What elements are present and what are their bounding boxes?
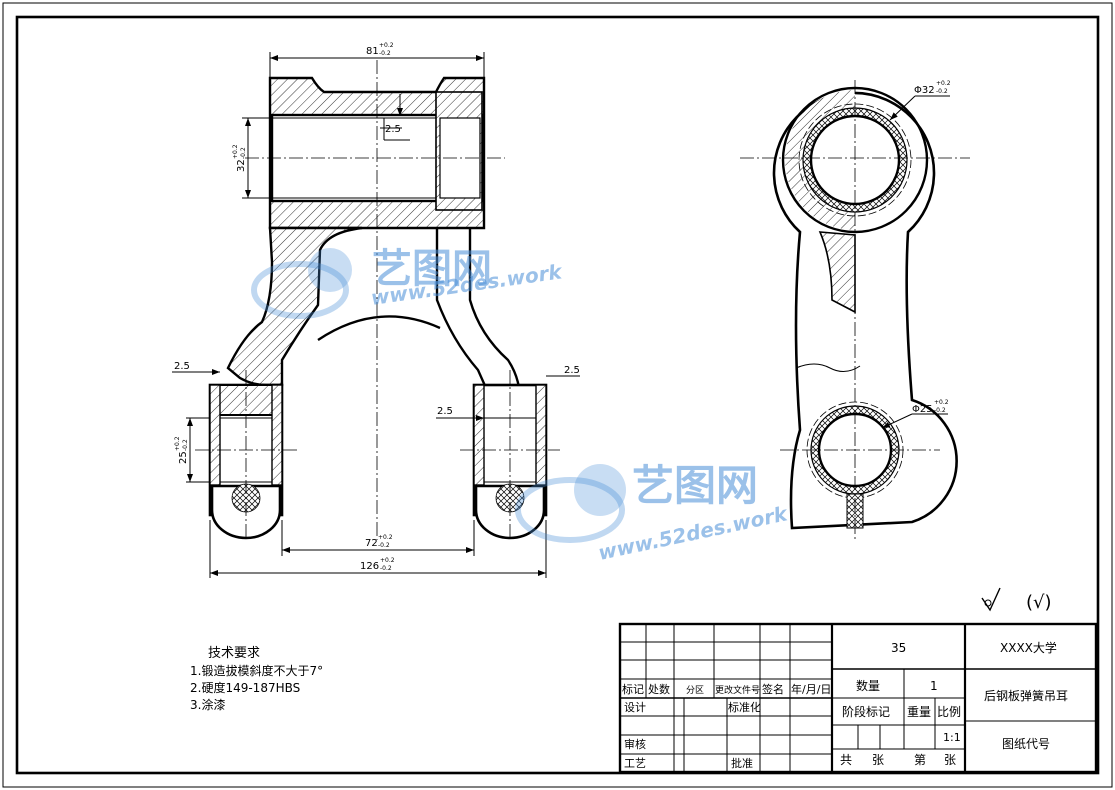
svg-text:1:1: 1:1 bbox=[943, 731, 961, 744]
svg-text:+0.2: +0.2 bbox=[934, 399, 949, 406]
svg-text:处数: 处数 bbox=[648, 683, 670, 696]
svg-text:设计: 设计 bbox=[624, 701, 646, 714]
front-view: 81 +0.2 -0.2 32 +0.2 -0.2 2.5 2.5 2.5 2.… bbox=[172, 42, 580, 578]
svg-text:3.涂漆: 3.涂漆 bbox=[190, 697, 225, 712]
svg-text:分区: 分区 bbox=[686, 685, 704, 696]
svg-text:批准: 批准 bbox=[731, 756, 753, 770]
svg-text:-0.2: -0.2 bbox=[934, 407, 946, 414]
dim-wall-left: 2.5 bbox=[174, 361, 190, 372]
watermark-1: 艺图网 www.52des.work bbox=[251, 246, 565, 319]
svg-text:比例: 比例 bbox=[937, 705, 961, 719]
svg-text:技术要求: 技术要求 bbox=[208, 646, 260, 661]
title-block: 35 XXXX大学 后钢板弹簧吊耳 图纸代号 数量 1 阶段标记 重量 比例 1… bbox=[618, 622, 1098, 774]
watermark-2: 艺图网 www.52des.work bbox=[515, 461, 791, 565]
svg-text:张: 张 bbox=[872, 753, 884, 767]
svg-text:共: 共 bbox=[840, 753, 852, 767]
svg-text:-0.2: -0.2 bbox=[240, 147, 247, 159]
svg-text:-0.2: -0.2 bbox=[378, 542, 390, 549]
dim-inner-span: 72 bbox=[365, 538, 378, 549]
svg-text:+0.2: +0.2 bbox=[380, 557, 395, 564]
material: 35 bbox=[891, 641, 906, 655]
school-name: XXXX大学 bbox=[1000, 640, 1057, 655]
svg-text:审核: 审核 bbox=[624, 737, 646, 751]
svg-text:+0.2: +0.2 bbox=[174, 436, 181, 451]
dim-lower-bore: 25 bbox=[178, 451, 189, 464]
svg-text:2.硬度149-187HBS: 2.硬度149-187HBS bbox=[190, 680, 300, 695]
side-view: Φ32 +0.2 -0.2 Φ25 +0.2 -0.2 bbox=[740, 80, 970, 540]
svg-text:1: 1 bbox=[930, 679, 938, 693]
svg-text:第: 第 bbox=[914, 753, 926, 767]
drawing-no-label: 图纸代号 bbox=[1002, 737, 1050, 751]
svg-text:艺图网: 艺图网 bbox=[632, 461, 758, 510]
svg-text:数量: 数量 bbox=[856, 678, 880, 693]
svg-text:+0.2: +0.2 bbox=[936, 80, 951, 87]
svg-text:标准化: 标准化 bbox=[728, 700, 761, 714]
dim-side-bottom: Φ25 bbox=[912, 404, 933, 415]
dim-wall-right: 2.5 bbox=[564, 365, 580, 376]
svg-text:张: 张 bbox=[944, 753, 956, 767]
svg-text:签名: 签名 bbox=[762, 682, 784, 696]
svg-text:艺图网: 艺图网 bbox=[372, 246, 492, 292]
part-name: 后钢板弹簧吊耳 bbox=[984, 688, 1068, 703]
svg-text:-0.2: -0.2 bbox=[379, 50, 391, 57]
svg-text:1.锻造拔模斜度不大于7°: 1.锻造拔模斜度不大于7° bbox=[190, 663, 323, 678]
svg-text:+0.2: +0.2 bbox=[379, 42, 394, 49]
svg-text:(√): (√) bbox=[1026, 592, 1052, 613]
svg-text:阶段标记: 阶段标记 bbox=[842, 704, 890, 719]
svg-text:+0.2: +0.2 bbox=[232, 144, 239, 159]
svg-text:重量: 重量 bbox=[907, 705, 931, 719]
svg-text:更改文件号: 更改文件号 bbox=[715, 684, 760, 696]
svg-text:-0.2: -0.2 bbox=[182, 439, 189, 451]
svg-text:www.52des.work: www.52des.work bbox=[596, 501, 791, 565]
svg-text:+0.2: +0.2 bbox=[378, 534, 393, 541]
svg-text:-0.2: -0.2 bbox=[936, 88, 948, 95]
dim-side-top: Φ32 bbox=[914, 85, 935, 96]
dim-bore: 32 bbox=[236, 159, 247, 172]
svg-text:标记: 标记 bbox=[622, 682, 644, 696]
svg-text:-0.2: -0.2 bbox=[380, 565, 392, 572]
svg-text:工艺: 工艺 bbox=[624, 757, 646, 770]
dim-outer-span: 126 bbox=[360, 561, 379, 572]
dim-top-width: 81 bbox=[366, 46, 379, 57]
dim-wall-top: 2.5 bbox=[385, 124, 401, 135]
surface-roughness-symbol: (√) bbox=[981, 587, 1052, 613]
inner-border bbox=[15, 15, 1100, 775]
dim-wall-inner: 2.5 bbox=[437, 406, 453, 417]
tech-requirements: 技术要求 1.锻造拔模斜度不大于7° 2.硬度149-187HBS 3.涂漆 bbox=[190, 646, 323, 712]
svg-text:年/月/日: 年/月/日 bbox=[791, 682, 831, 696]
